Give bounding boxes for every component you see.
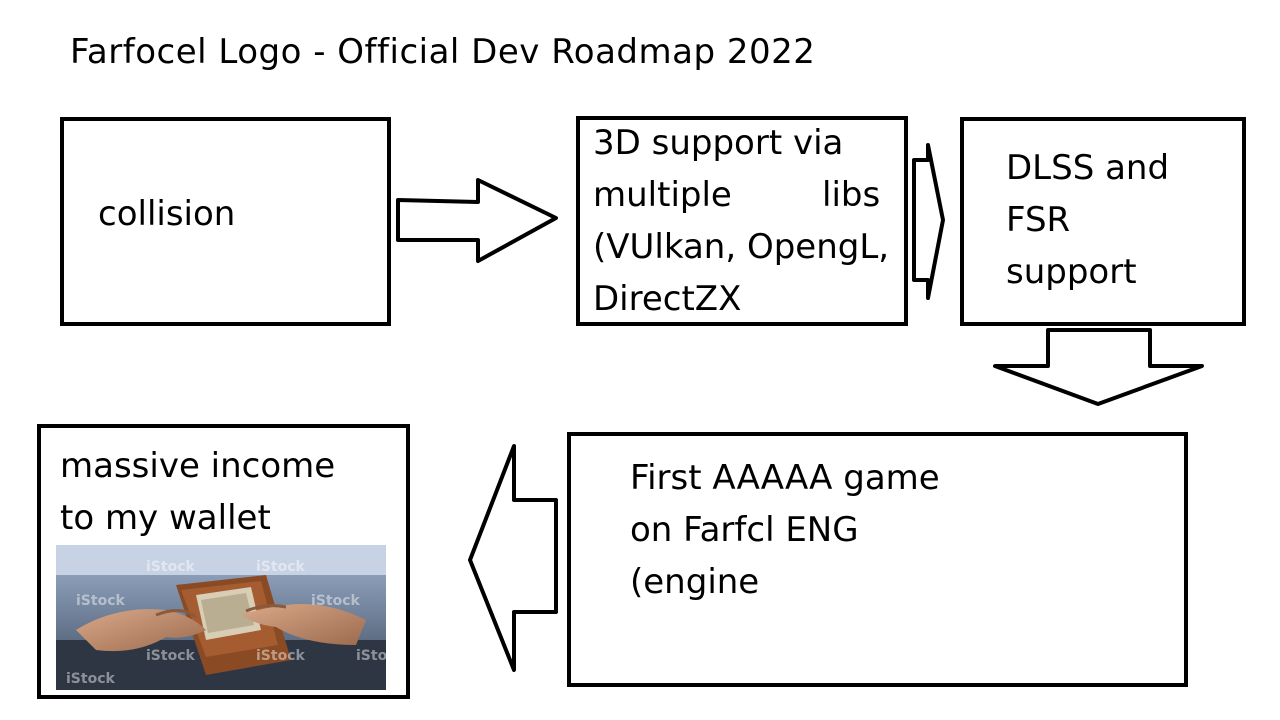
- step-dlss-fsr-line-3: support: [1006, 252, 1137, 292]
- watermark: iStock: [76, 593, 125, 609]
- watermark: iStock: [356, 648, 386, 664]
- step-3d-support-line-4: DirectZX: [593, 279, 742, 319]
- step-first-game-line-1: First AAAAA game: [630, 458, 940, 498]
- step-collision-label: collision: [98, 194, 236, 234]
- arrow-3d-to-dlss: [912, 143, 945, 300]
- watermark: iStock: [256, 559, 305, 575]
- step-3d-support-box: [576, 116, 908, 326]
- step-first-game-box: [567, 432, 1188, 687]
- watermark: iStock: [311, 593, 360, 609]
- arrow-dlss-to-game: [993, 328, 1204, 406]
- step-3d-support-line-2a: multiple: [593, 175, 732, 215]
- step-income-line-2: to my wallet: [60, 498, 271, 538]
- step-income-line-1: massive income: [60, 446, 336, 486]
- step-dlss-fsr-box: [960, 117, 1246, 326]
- diagram-title: Farfocel Logo - Official Dev Roadmap 202…: [70, 32, 816, 72]
- step-collision-box: [60, 117, 391, 326]
- step-first-game-line-3: (engine: [630, 562, 760, 602]
- arrow-game-to-income: [468, 444, 558, 672]
- watermark: iStock: [146, 648, 195, 664]
- step-first-game-line-2: on Farfcl ENG: [630, 510, 859, 550]
- watermark: iStock: [256, 648, 305, 664]
- step-dlss-fsr-line-2: FSR: [1006, 200, 1071, 240]
- step-3d-support-line-2b: libs: [822, 175, 881, 215]
- step-dlss-fsr-line-1: DLSS and: [1006, 148, 1170, 188]
- arrow-collision-to-3d: [396, 178, 558, 263]
- watermark: iStock: [146, 559, 195, 575]
- watermark: iStock: [66, 671, 115, 687]
- step-3d-support-line-3: (VUlkan, OpengL,: [593, 227, 890, 267]
- wallet-photo: iStock iStock iStock iStock iStock iStoc…: [56, 545, 386, 690]
- step-3d-support-line-1: 3D support via: [593, 123, 844, 163]
